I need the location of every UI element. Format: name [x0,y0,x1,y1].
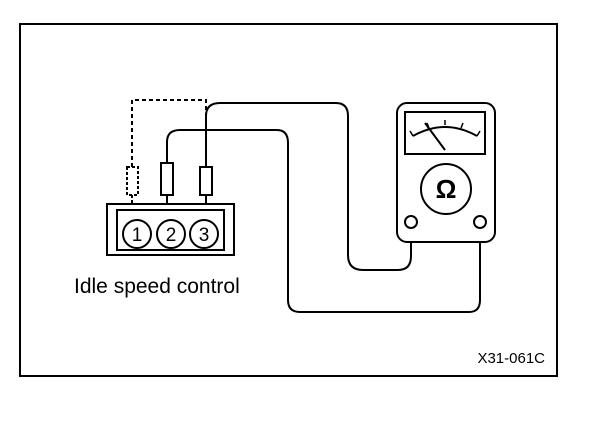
idle-speed-control-connector: 1 2 3 [106,203,235,256]
meter-ohm-dial [420,163,472,215]
pin-3-circle [189,219,219,249]
figure-frame [19,23,558,377]
ohmmeter: Ω [396,102,496,243]
meter-terminal-left [404,215,418,229]
meter-terminal-right [473,215,487,229]
pin-2-label: 2 [166,225,177,246]
meter-scale [412,126,478,137]
meter-needle [424,122,446,151]
pin-3-label: 3 [199,225,210,246]
pin-1-circle [122,219,152,249]
ohm-symbol: Ω [436,174,457,204]
pin-2-circle [156,219,186,249]
wires [131,99,481,313]
component-label: Idle speed control [74,275,240,298]
figure-code: X31-061C [477,350,545,367]
wire-pin2 [166,129,481,313]
wire-pin3 [205,102,412,271]
pin-1-label: 1 [132,225,143,246]
